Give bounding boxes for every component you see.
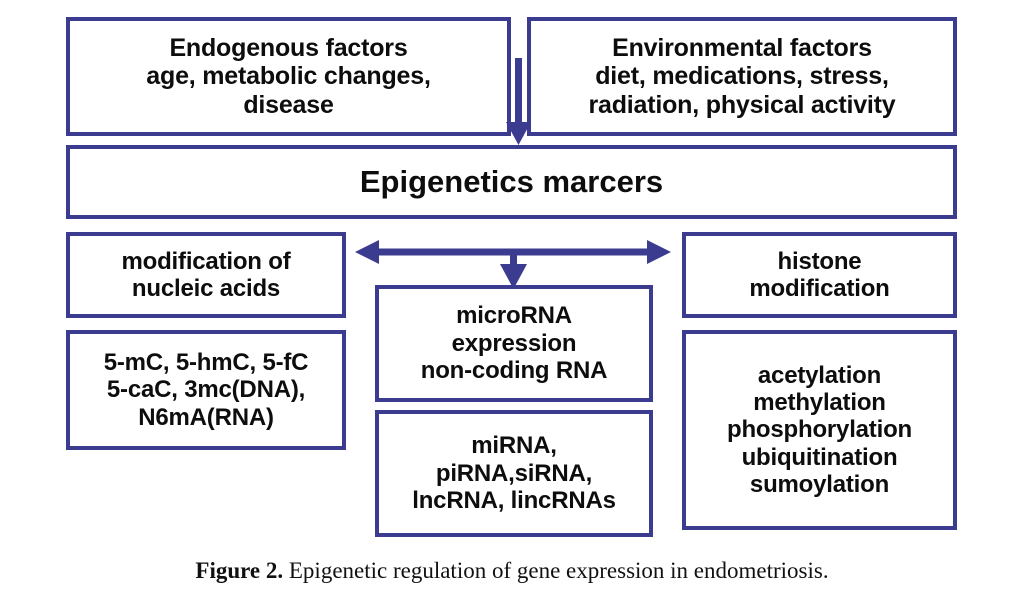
epigenetics-branch-left-arrowhead: [355, 240, 379, 264]
node-histone-modification-types-label: acetylation methylation phosphorylation …: [727, 361, 912, 499]
node-histone-modification-label: histone modification: [749, 247, 890, 302]
node-histone-modification-types: acetylation methylation phosphorylation …: [682, 330, 957, 530]
node-environmental-factors-label: Environmental factors diet, medications,…: [588, 33, 896, 119]
epigenetics-branch-right-arrowhead: [647, 240, 671, 264]
figure-caption-text: Epigenetic regulation of gene expression…: [288, 558, 829, 583]
node-rna-types: miRNA, piRNA,siRNA, lncRNA, lincRNAs: [375, 410, 653, 537]
node-modification-of-nucleic-acids-label: modification of nucleic acids: [121, 247, 291, 302]
figure-caption: Figure 2. Epigenetic regulation of gene …: [0, 558, 1024, 584]
node-microrna-expression-label: microRNA expression non-coding RNA: [420, 302, 608, 385]
node-environmental-factors: Environmental factors diet, medications,…: [527, 17, 957, 136]
node-nucleic-acid-marks: 5-mC, 5-hmC, 5-fC 5-caC, 3mc(DNA), N6mA(…: [66, 330, 346, 450]
node-microrna-expression: microRNA expression non-coding RNA: [375, 285, 653, 402]
node-nucleic-acid-marks-label: 5-mC, 5-hmC, 5-fC 5-caC, 3mc(DNA), N6mA(…: [103, 348, 309, 431]
node-rna-types-label: miRNA, piRNA,siRNA, lncRNA, lincRNAs: [412, 432, 616, 515]
figure-caption-label: Figure 2.: [195, 558, 284, 583]
node-modification-of-nucleic-acids: modification of nucleic acids: [66, 232, 346, 318]
node-endogenous-factors: Endogenous factors age, metabolic change…: [66, 17, 511, 136]
node-endogenous-factors-label: Endogenous factors age, metabolic change…: [146, 33, 431, 119]
node-histone-modification: histone modification: [682, 232, 957, 318]
node-epigenetics-markers-label: Epigenetics marcers: [359, 164, 664, 200]
node-epigenetics-markers: Epigenetics marcers: [66, 145, 957, 219]
epigenetics-branch-bar: [355, 240, 671, 289]
